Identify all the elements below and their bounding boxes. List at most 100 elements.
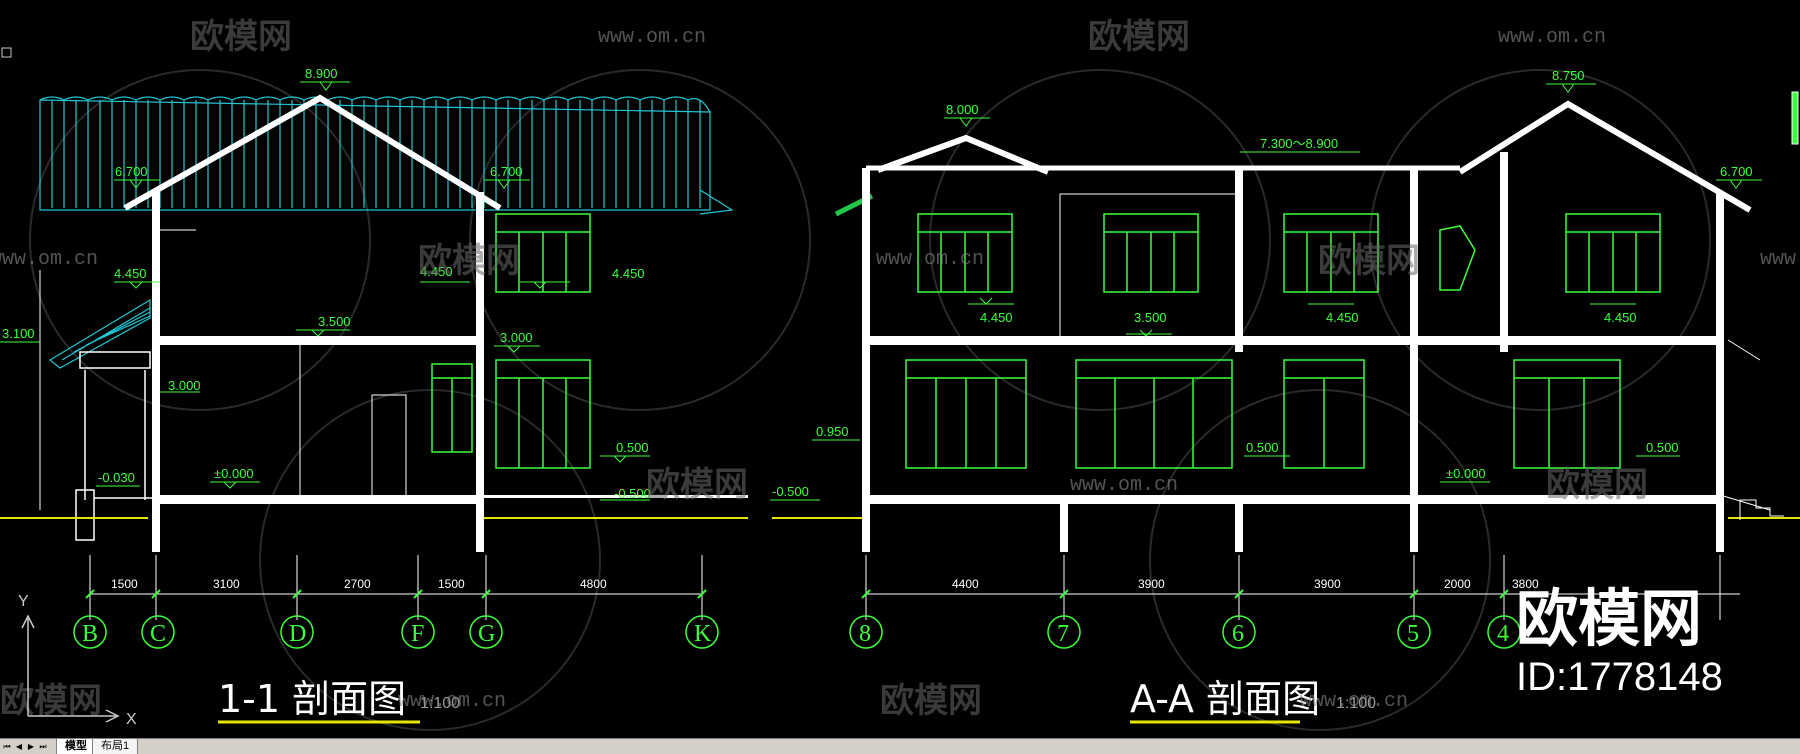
roof-gable	[123, 94, 502, 211]
porch-structure	[75, 351, 152, 541]
dimension-label: 3900	[1314, 577, 1341, 591]
watermark-logo: 欧模网	[190, 17, 292, 57]
dimension-label: 2000	[1444, 577, 1471, 591]
level-label: 4.450	[1604, 310, 1637, 325]
grid-axis-label: B	[82, 621, 98, 647]
layout-tab-bar: ⏮ ◀ ▶ ⏭ 模型 布局1	[0, 738, 1800, 754]
watermarks: 欧模网 www.om.cn 欧模网 www.om.cn www.om.cn 欧模…	[0, 17, 1800, 721]
watermark-logo: 欧模网	[1318, 241, 1420, 281]
level-label: 0.500	[616, 440, 649, 455]
next-tab-icon[interactable]: ▶	[27, 742, 35, 751]
grid-axis-label: 7	[1057, 621, 1069, 647]
level-markers-1-1	[0, 81, 650, 501]
steps	[1739, 499, 1784, 520]
dimension-label: 1500	[438, 577, 465, 591]
ucs-icon	[21, 614, 120, 723]
grid-axis-label: F	[411, 621, 424, 647]
section-drawings: 8.900 6.700 6.700 4.450 4.450 4.450 3.50…	[0, 17, 1800, 731]
level-label: ±0.000	[214, 466, 254, 481]
dimension-label: 4800	[580, 577, 607, 591]
watermark-url: www.om.cn	[1300, 690, 1408, 713]
watermark-logo: 欧模网	[880, 681, 982, 721]
brand-logo: 欧模网	[1516, 582, 1702, 655]
watermark-url: www.om.cn	[598, 26, 706, 49]
level-label: 6.700	[115, 164, 148, 179]
level-label: 8.000	[946, 102, 979, 117]
first-tab-icon[interactable]: ⏮	[3, 742, 11, 751]
level-label: 0.500	[1646, 440, 1679, 455]
section-a-a: 8.000 8.750 7.300～8.900 6.700 4.450 4.45…	[770, 68, 1800, 724]
windows-1-1	[431, 213, 591, 469]
level-label: 6.700	[1720, 164, 1753, 179]
dimension-label: 3800	[1512, 577, 1539, 591]
grid-axis-label: 6	[1232, 621, 1244, 647]
dimension-label: 2700	[344, 577, 371, 591]
level-label: 7.300～8.900	[1260, 136, 1338, 151]
watermark-url: www.om.cn	[1760, 248, 1800, 271]
dimension-line-1-1	[89, 555, 703, 620]
level-label: -0.500	[614, 486, 651, 501]
dimension-label: 3900	[1138, 577, 1165, 591]
grid-axis-label: G	[478, 621, 495, 647]
grid-axis-label: K	[694, 621, 712, 647]
watermark-logo: 欧模网	[646, 465, 748, 505]
watermark-logo: 欧模网	[0, 681, 102, 721]
porch-canopy	[48, 298, 151, 369]
level-label: 4.450	[114, 266, 147, 281]
level-label: ±0.000	[1446, 466, 1486, 481]
last-tab-icon[interactable]: ⏭	[39, 742, 47, 751]
prev-tab-icon[interactable]: ◀	[15, 742, 23, 751]
watermark-url: www.om.cn	[0, 248, 98, 271]
watermark-arcs	[29, 69, 1711, 731]
level-label: -0.030	[98, 470, 135, 485]
level-label: 4.450	[420, 264, 453, 279]
roof-tiles	[39, 96, 734, 215]
grid-axis-label: C	[150, 621, 166, 647]
grid-bubbles-1-1	[73, 615, 719, 649]
dimension-label: 4400	[952, 577, 979, 591]
level-label: -0.500	[772, 484, 809, 499]
level-label: 3.000	[168, 378, 201, 393]
level-label: 8.900	[305, 66, 338, 81]
grid-axis-label: D	[289, 621, 306, 647]
grid-axis-label: 5	[1407, 621, 1419, 647]
ucs-y-label: Y	[18, 593, 29, 610]
level-label: 6.700	[490, 164, 523, 179]
viewport-corner-icon	[1, 47, 12, 58]
dimension-label: 3100	[213, 577, 240, 591]
watermark-url: www.om.cn	[1070, 474, 1178, 497]
dimension-ticks	[861, 589, 1509, 599]
ucs-x-label: X	[126, 711, 137, 728]
section-1-1: 8.900 6.700 6.700 4.450 4.450 4.450 3.50…	[0, 66, 748, 724]
level-label: 3.500	[318, 314, 351, 329]
grid-axis-label: 4	[1497, 621, 1509, 647]
dimension-ticks	[85, 589, 707, 599]
watermark-url: www.om.cn	[398, 690, 506, 713]
tab-model[interactable]: 模型	[56, 739, 96, 754]
model-id: ID:1778148	[1516, 655, 1723, 699]
drawing-scale: 1:100	[420, 695, 460, 712]
level-label: 0.500	[1246, 440, 1279, 455]
level-label: 4.450	[1326, 310, 1359, 325]
level-label: 3.500	[1134, 310, 1167, 325]
roof-outline-a-a	[876, 100, 1752, 213]
doors-lower-a-a	[905, 359, 1621, 469]
drawing-scale: 1:100	[1336, 695, 1376, 712]
level-label: 3.100	[2, 326, 35, 341]
windows-upper-a-a	[917, 213, 1661, 293]
vertical-scrollbar[interactable]	[1791, 91, 1799, 145]
section-walls-a-a	[862, 152, 1724, 552]
level-label: 4.450	[980, 310, 1013, 325]
dimension-label: 1500	[111, 577, 138, 591]
watermark-url: www.om.cn	[876, 248, 984, 271]
tab-layout1[interactable]: 布局1	[92, 739, 139, 754]
dimension-line-a-a	[865, 555, 1740, 620]
level-label: 8.750	[1552, 68, 1585, 83]
level-markers-a-a	[770, 83, 1762, 501]
watermark-url: www.om.cn	[1498, 26, 1606, 49]
drawing-title: 1-1 剖面图	[218, 677, 406, 721]
thin-walls	[862, 193, 1771, 511]
grid-bubbles-a-a	[849, 615, 1521, 649]
drawing-title: A-A 剖面图	[1130, 677, 1320, 721]
